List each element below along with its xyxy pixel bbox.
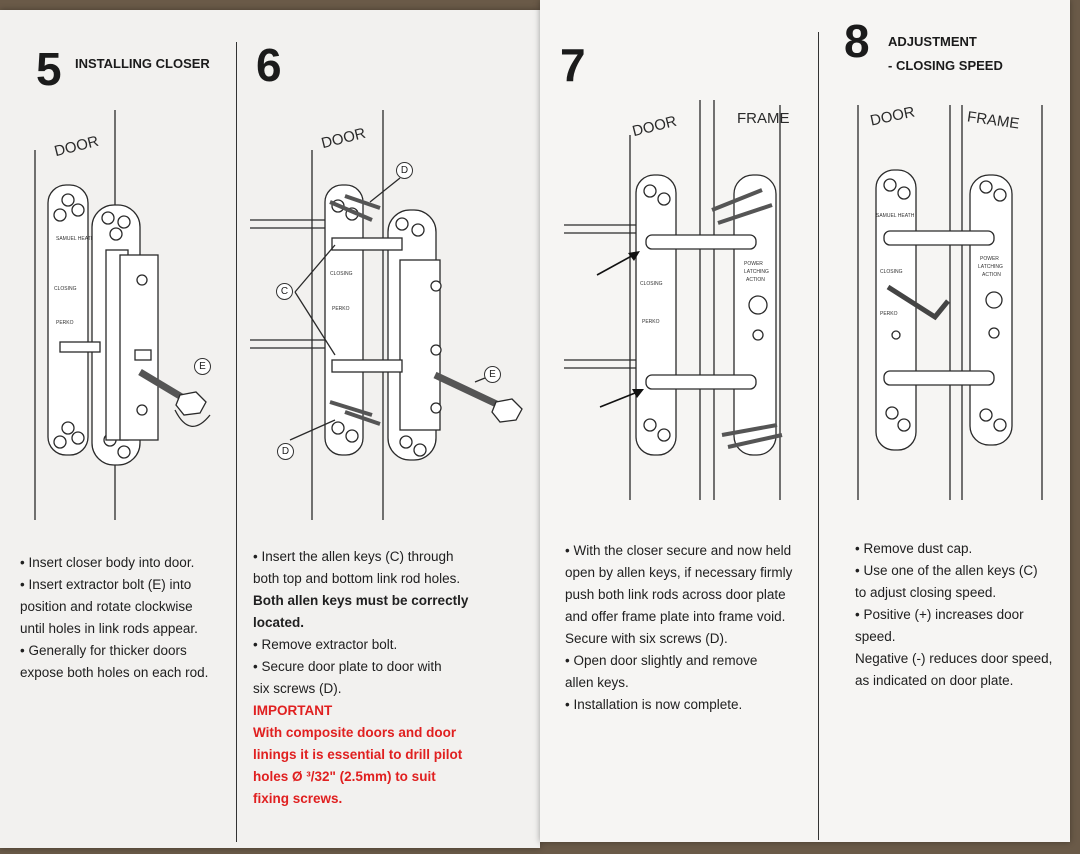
step-8-heading-2: - CLOSING SPEED bbox=[888, 58, 1003, 73]
step-6-text: • Insert the allen keys (C) through both… bbox=[253, 546, 533, 810]
step-8-text: • Remove dust cap. • Use one of the alle… bbox=[855, 538, 1065, 692]
step-6-line: • Insert the allen keys (C) through bbox=[253, 549, 454, 564]
left-page bbox=[0, 10, 540, 848]
step-5-line: • Generally for thicker doors bbox=[20, 643, 187, 658]
step-6-important-line: linings it is essential to drill pilot bbox=[253, 747, 463, 762]
step-8-line: to adjust closing speed. bbox=[855, 585, 997, 600]
step-6-bold-line: Both allen keys must be correctly bbox=[253, 593, 469, 608]
step-6-line: both top and bottom link rod holes. bbox=[253, 571, 461, 586]
step-6-important-line: fixing screws. bbox=[253, 791, 343, 806]
step-6-diagram: CLOSING PERKO bbox=[250, 110, 523, 520]
step-5-diagram: SAMUEL HEATH CLOSING PERKO bbox=[34, 110, 211, 520]
svg-text:POWER: POWER bbox=[980, 256, 999, 262]
svg-text:CLOSING: CLOSING bbox=[640, 281, 663, 287]
step-7-line: • With the closer secure and now held bbox=[565, 543, 792, 558]
step-6-important-title: IMPORTANT bbox=[253, 703, 333, 718]
step-5-text: • Insert closer body into door. • Insert… bbox=[20, 552, 230, 684]
step-6-bold-line: located. bbox=[253, 615, 305, 630]
step-7-diagram: CLOSING PERKO POWER LATCHING ACTION bbox=[564, 100, 783, 500]
step-8-line: • Remove dust cap. bbox=[855, 541, 973, 556]
step-8-line: speed. bbox=[855, 629, 896, 644]
svg-text:CLOSING: CLOSING bbox=[330, 271, 353, 277]
svg-text:SAMUEL HEATH: SAMUEL HEATH bbox=[876, 213, 915, 219]
step-6-callout-c: C bbox=[276, 283, 293, 300]
step-7-line: Secure with six screws (D). bbox=[565, 631, 728, 646]
step-6-callout-d-top: D bbox=[396, 162, 413, 179]
divider-5-6 bbox=[236, 42, 237, 842]
svg-text:LATCHING: LATCHING bbox=[978, 264, 1003, 270]
step-7-line: • Open door slightly and remove bbox=[565, 653, 758, 668]
step-7-line: and offer frame plate into frame void. bbox=[565, 609, 786, 624]
step-6-callout-d-bottom: D bbox=[277, 443, 294, 460]
step-5-line: • Insert extractor bolt (E) into bbox=[20, 577, 192, 592]
step-6-callout-e: E bbox=[484, 366, 501, 383]
svg-text:CLOSING: CLOSING bbox=[880, 269, 903, 275]
step-8-line: • Positive (+) increases door bbox=[855, 607, 1024, 622]
svg-text:CLOSING: CLOSING bbox=[54, 286, 77, 292]
step-8-heading-1: ADJUSTMENT bbox=[888, 34, 977, 49]
step-5-perko: PERKO bbox=[56, 320, 74, 326]
step-7-line: open by allen keys, if necessary firmly bbox=[565, 565, 793, 580]
svg-text:ACTION: ACTION bbox=[746, 277, 765, 283]
step-8-line: as indicated on door plate. bbox=[855, 673, 1014, 688]
step-6-important-line: With composite doors and door bbox=[253, 725, 457, 740]
step-8-perko: PERKO bbox=[880, 311, 898, 317]
step-6-line: • Remove extractor bolt. bbox=[253, 637, 398, 652]
step-5-line: position and rotate clockwise bbox=[20, 599, 193, 614]
step-8-number: 8 bbox=[844, 15, 870, 67]
step-6-line: • Secure door plate to door with bbox=[253, 659, 442, 674]
step-6-perko: PERKO bbox=[332, 306, 350, 312]
svg-text:ACTION: ACTION bbox=[982, 272, 1001, 278]
step-7-text: • With the closer secure and now held op… bbox=[565, 540, 815, 716]
step-6-line: six screws (D). bbox=[253, 681, 342, 696]
step-7-number: 7 bbox=[560, 39, 586, 91]
step-7-line: • Installation is now complete. bbox=[565, 697, 743, 712]
svg-text:SAMUEL HEATH: SAMUEL HEATH bbox=[56, 236, 95, 242]
step-7-line: allen keys. bbox=[565, 675, 629, 690]
step-5-callout-e: E bbox=[194, 358, 211, 375]
svg-text:LATCHING: LATCHING bbox=[744, 269, 769, 275]
svg-text:POWER: POWER bbox=[744, 261, 763, 267]
step-5-line: expose both holes on each rod. bbox=[20, 665, 209, 680]
step-8-line: • Use one of the allen keys (C) bbox=[855, 563, 1038, 578]
step-7-perko: PERKO bbox=[642, 319, 660, 325]
step-8-line: Negative (-) reduces door speed, bbox=[855, 651, 1053, 666]
step-6-number: 6 bbox=[256, 39, 282, 91]
step-5-number: 5 bbox=[36, 43, 62, 95]
step-8-diagram: SAMUEL HEATH CLOSING PERKO POWER LATCHIN… bbox=[857, 105, 1043, 500]
divider-7-8 bbox=[818, 32, 819, 840]
step-5-line: until holes in link rods appear. bbox=[20, 621, 198, 636]
step-5-line: • Insert closer body into door. bbox=[20, 555, 195, 570]
step-7-line: push both link rods across door plate bbox=[565, 587, 786, 602]
step-5-heading: INSTALLING CLOSER bbox=[75, 56, 210, 71]
step-6-important-line: holes Ø ³/32" (2.5mm) to suit bbox=[253, 769, 436, 784]
step-7-frame-label: FRAME bbox=[737, 110, 790, 127]
